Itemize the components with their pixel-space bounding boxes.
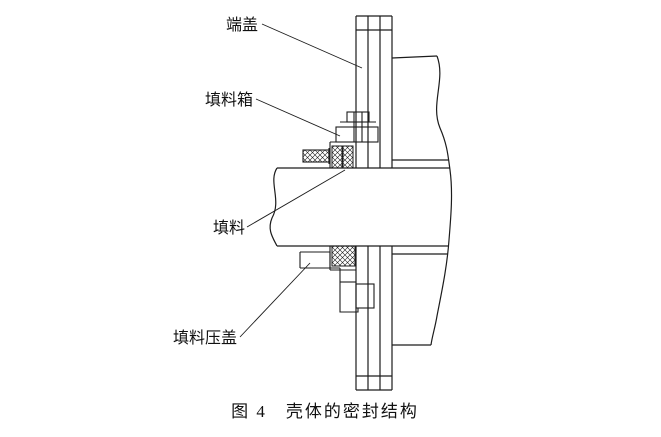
box-flange — [335, 126, 379, 143]
bolt-nut — [346, 111, 370, 123]
figure-caption: 图 4 壳体的密封结构 — [231, 402, 419, 421]
packing-gland-part — [299, 251, 375, 313]
shaft — [269, 167, 450, 247]
label-packing-gland: 填料压盖 — [173, 329, 237, 347]
packing-rings — [331, 145, 356, 267]
leader-end-cover — [261, 23, 363, 69]
leader-stuffing-box — [255, 98, 341, 137]
leader-lines — [239, 23, 363, 338]
housing-body — [391, 55, 453, 346]
gland-stud — [302, 149, 330, 163]
label-stuffing-box: 填料箱 — [205, 91, 253, 109]
leader-packing — [246, 169, 346, 228]
stuffing-box-body — [302, 111, 379, 271]
label-end-cover: 端盖 — [226, 16, 258, 34]
end-cover-plate — [355, 15, 393, 391]
label-packing: 填料 — [213, 219, 245, 237]
leader-packing-gland — [239, 262, 311, 338]
